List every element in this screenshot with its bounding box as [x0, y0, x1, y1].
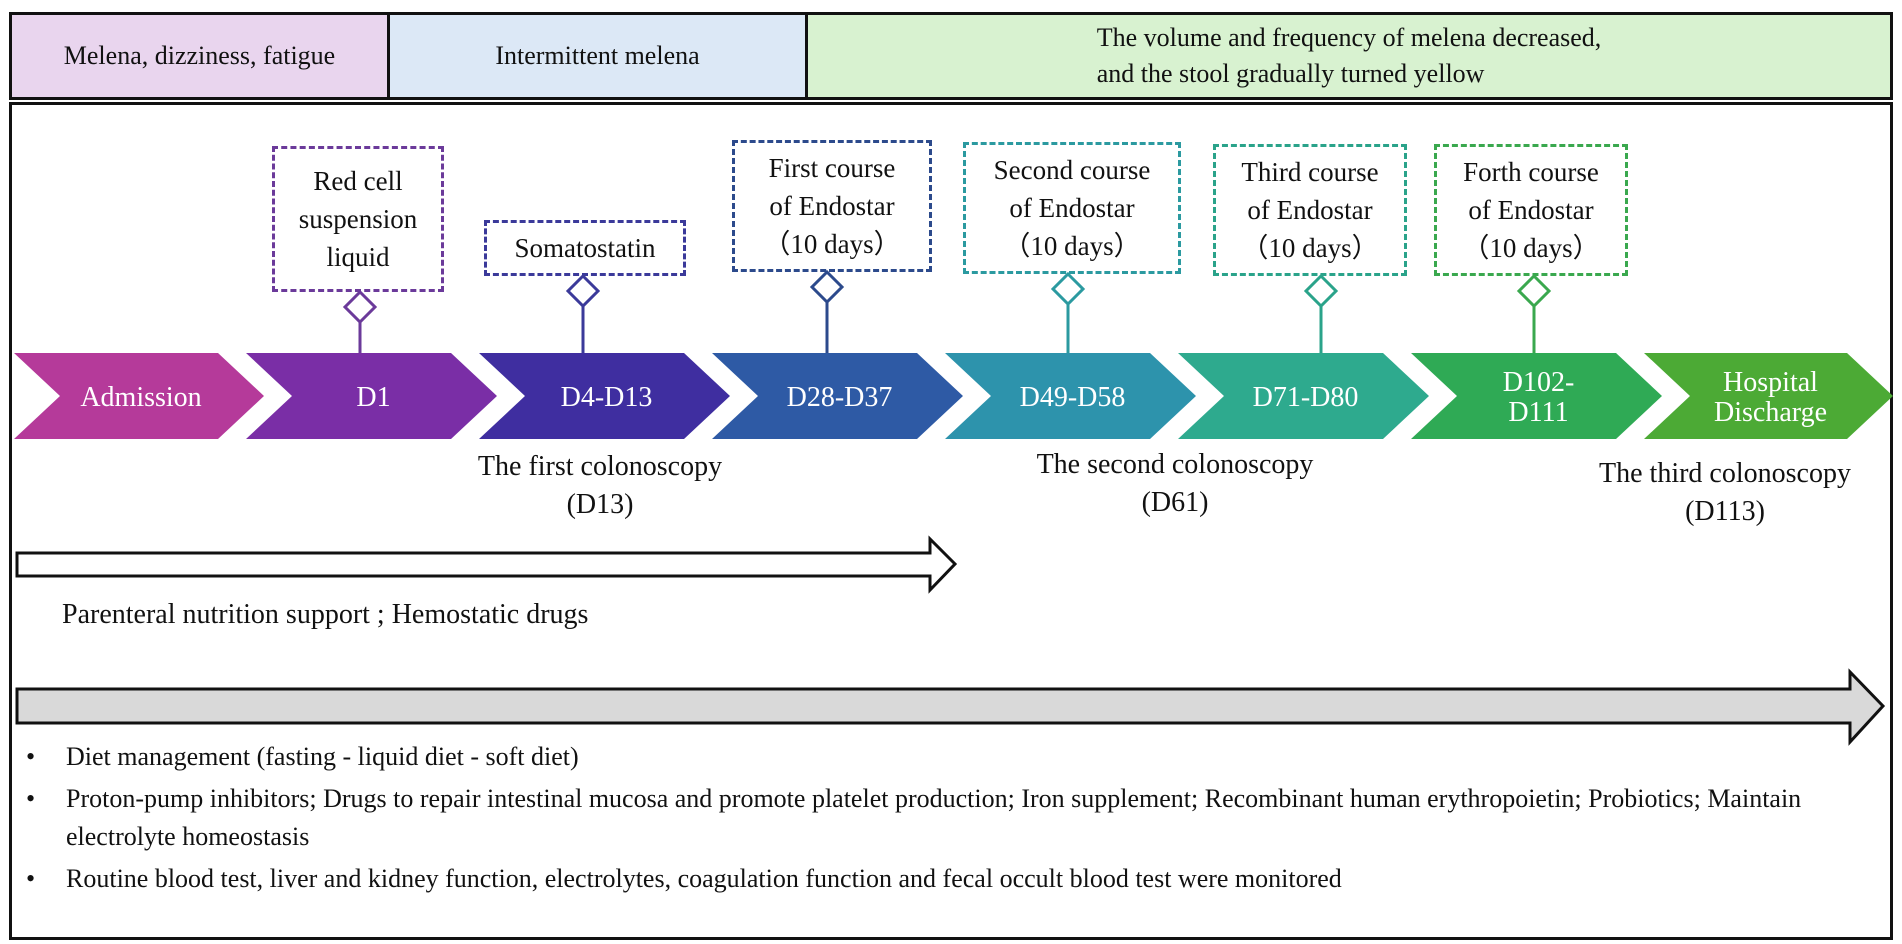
management-item: Proton-pump inhibitors; Drugs to repair … [18, 780, 1838, 856]
timeline-chevron [712, 353, 963, 439]
timeline-label: D49-D58 [1020, 382, 1126, 413]
phase-symptom-initial: Melena, dizziness, fatigue [9, 12, 390, 100]
timeline-chevron [945, 353, 1196, 439]
management-list: Diet management (fasting - liquid diet -… [18, 738, 1838, 898]
phase-label: Intermittent melena [495, 41, 700, 70]
intervention-label: Second course of Endostar （10 days） [993, 155, 1151, 261]
management-item: Routine blood test, liver and kidney fun… [18, 860, 1838, 898]
phase-label: Melena, dizziness, fatigue [63, 41, 336, 70]
timeline-chevron [1644, 353, 1893, 439]
intervention-endostar-2: Second course of Endostar （10 days） [963, 142, 1181, 274]
connector-diamond [1050, 271, 1086, 307]
connector-diamond [1303, 273, 1339, 309]
timeline-frame [9, 102, 1893, 940]
intervention-endostar-4: Forth course of Endostar （10 days） [1434, 144, 1628, 276]
intervention-label: Red cell suspension liquid [298, 166, 418, 272]
intervention-endostar-3: Third course of Endostar （10 days） [1213, 144, 1407, 276]
intervention-endostar-1: First course of Endostar （10 days） [732, 140, 932, 272]
intervention-red-cell: Red cell suspension liquid [272, 146, 444, 292]
colonoscopy-third-label: The third colonoscopy (D113) [1599, 458, 1851, 527]
long-therapy-arrow [15, 668, 1886, 746]
phase-symptom-improving: The volume and frequency of melena decre… [805, 12, 1893, 100]
intervention-label: Forth course of Endostar （10 days） [1462, 157, 1600, 263]
timeline-chevron [1178, 353, 1429, 439]
colonoscopy-second-label: The second colonoscopy (D61) [1036, 449, 1314, 518]
colonoscopy-first-label: The first colonoscopy (D13) [477, 451, 723, 520]
timeline-label: D1 [356, 382, 390, 413]
short-therapy-label: Parenteral nutrition support ; Hemostati… [62, 599, 589, 630]
timeline-label: D4-D13 [561, 382, 653, 413]
timeline-chevron [14, 353, 264, 439]
intervention-label: Third course of Endostar （10 days） [1241, 157, 1379, 263]
timeline-label: D71-D80 [1253, 382, 1359, 413]
management-item: Diet management (fasting - liquid diet -… [18, 738, 1838, 776]
timeline-chevron [246, 353, 497, 439]
phase-symptom-intermittent: Intermittent melena [387, 12, 808, 100]
connector-diamond [1516, 273, 1552, 309]
timeline-chevron [479, 353, 730, 439]
timeline-label: D28-D37 [787, 382, 893, 413]
phase-label: The volume and frequency of melena decre… [1096, 23, 1602, 88]
connector-diamond [565, 273, 601, 309]
short-therapy-arrow [15, 535, 958, 594]
intervention-label: Somatostatin [514, 233, 656, 263]
intervention-somatostatin: Somatostatin [484, 220, 686, 276]
connector-diamond [342, 289, 378, 325]
connector-diamond [809, 269, 845, 305]
timeline-label: Admission [80, 382, 201, 413]
timeline-chevron [1411, 353, 1662, 439]
intervention-label: First course of Endostar （10 days） [763, 153, 901, 259]
timeline-label: D102-D111 [1503, 367, 1575, 428]
